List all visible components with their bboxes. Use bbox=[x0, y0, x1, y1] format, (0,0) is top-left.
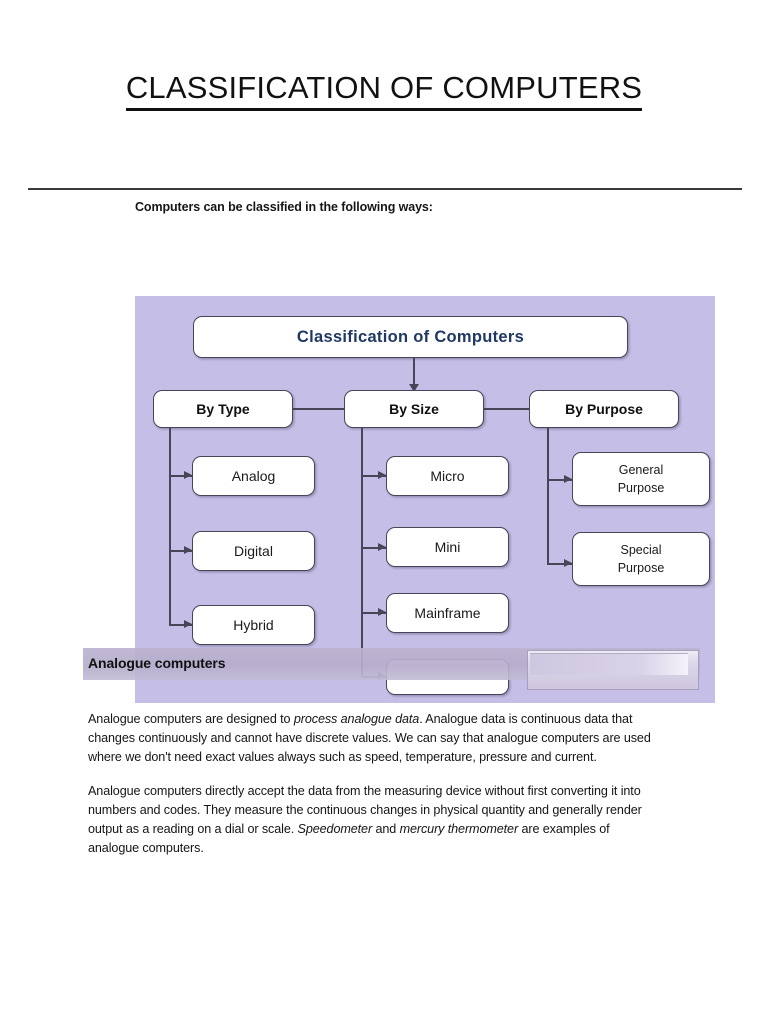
diagram-node-digital: Digital bbox=[192, 531, 315, 571]
paragraph-2-part-a: Analogue computers directly accept the d… bbox=[88, 783, 642, 836]
arrowhead-general-purpose-icon bbox=[564, 474, 572, 483]
diagram-node-by-purpose-label: By Purpose bbox=[565, 401, 643, 417]
page-title: CLASSIFICATION OF COMPUTERS bbox=[0, 70, 768, 111]
diagram-node-special-purpose: Special Purpose bbox=[572, 532, 710, 586]
diagram-node-mini: Mini bbox=[386, 527, 509, 567]
diagram-node-hybrid: Hybrid bbox=[192, 605, 315, 645]
arrowhead-mainframe-icon bbox=[378, 607, 386, 616]
diagram-node-by-type-label: By Type bbox=[196, 401, 250, 417]
diagram-node-micro-label: Micro bbox=[430, 468, 465, 484]
paragraph-1: Analogue computers are designed to proce… bbox=[88, 710, 656, 767]
paragraph-1-emphasis: process analogue data bbox=[293, 711, 420, 726]
diagram-node-mini-label: Mini bbox=[434, 539, 461, 555]
paragraph-1-part-b: . Analogue data is continuous data that … bbox=[88, 711, 651, 764]
section-heading-panel-inner bbox=[530, 653, 688, 675]
connector-stub-analog bbox=[169, 475, 192, 477]
connector-spine-by-purpose bbox=[547, 428, 549, 564]
diagram-node-mainframe: Mainframe bbox=[386, 593, 509, 633]
connector-stub-general-purpose bbox=[547, 479, 572, 481]
arrowhead-special-purpose-icon bbox=[564, 558, 572, 567]
connector-spine-by-type bbox=[169, 428, 171, 625]
connector-stub-special-purpose bbox=[547, 563, 572, 565]
diagram-node-general-purpose-line1: General bbox=[618, 462, 664, 477]
diagram-node-mainframe-label: Mainframe bbox=[414, 605, 481, 621]
connector-stub-digital bbox=[169, 550, 192, 552]
diagram-node-general-purpose-line2: Purpose bbox=[617, 481, 665, 495]
arrowhead-root-down-icon bbox=[408, 384, 419, 392]
paragraph-2-part-mid: and bbox=[372, 821, 400, 836]
connector-size-purpose bbox=[484, 408, 529, 410]
diagram-node-special-purpose-line2: Purpose bbox=[617, 561, 665, 575]
diagram-node-by-type: By Type bbox=[153, 390, 293, 428]
connector-spine-by-size bbox=[361, 428, 363, 676]
paragraph-2: Analogue computers directly accept the d… bbox=[88, 782, 656, 859]
connector-stub-micro bbox=[361, 475, 386, 477]
connector-root-down bbox=[413, 358, 415, 388]
page-title-text: CLASSIFICATION OF COMPUTERS bbox=[125, 70, 643, 111]
diagram-node-general-purpose: General Purpose bbox=[572, 452, 710, 506]
diagram-node-special-purpose-line1: Special bbox=[620, 542, 662, 557]
diagram-node-analog: Analog bbox=[192, 456, 315, 496]
diagram-node-analog-label: Analog bbox=[231, 468, 276, 484]
arrowhead-mini-icon bbox=[378, 542, 386, 551]
diagram-node-digital-label: Digital bbox=[234, 543, 273, 559]
arrowhead-digital-icon bbox=[184, 545, 192, 554]
header-divider bbox=[28, 188, 742, 190]
connector-stub-mainframe bbox=[361, 612, 386, 614]
connector-stub-mini bbox=[361, 547, 386, 549]
arrowhead-hybrid-icon bbox=[184, 619, 192, 628]
diagram-node-by-purpose: By Purpose bbox=[529, 390, 679, 428]
diagram-node-by-size: By Size bbox=[344, 390, 484, 428]
paragraph-2-emphasis-1: Speedometer bbox=[297, 821, 373, 836]
diagram-node-root-label: Classification of Computers bbox=[296, 327, 525, 346]
connector-type-size bbox=[293, 408, 344, 410]
diagram-node-root: Classification of Computers bbox=[193, 316, 628, 358]
intro-text: Computers can be classified in the follo… bbox=[135, 200, 433, 214]
paragraph-2-emphasis-2: mercury thermometer bbox=[399, 821, 519, 836]
connector-stub-hybrid bbox=[169, 624, 192, 626]
paragraph-1-part-a: Analogue computers are designed to bbox=[88, 711, 294, 726]
section-heading-title: Analogue computers bbox=[88, 655, 226, 671]
diagram-node-hybrid-label: Hybrid bbox=[233, 617, 274, 633]
paragraph-2-part-b: are examples of analogue computers. bbox=[88, 821, 610, 856]
arrowhead-micro-icon bbox=[378, 470, 386, 479]
classification-diagram: Classification of Computers By Type By S… bbox=[135, 296, 715, 703]
diagram-node-by-size-label: By Size bbox=[389, 401, 439, 417]
diagram-node-micro: Micro bbox=[386, 456, 509, 496]
arrowhead-analog-icon bbox=[184, 470, 192, 479]
